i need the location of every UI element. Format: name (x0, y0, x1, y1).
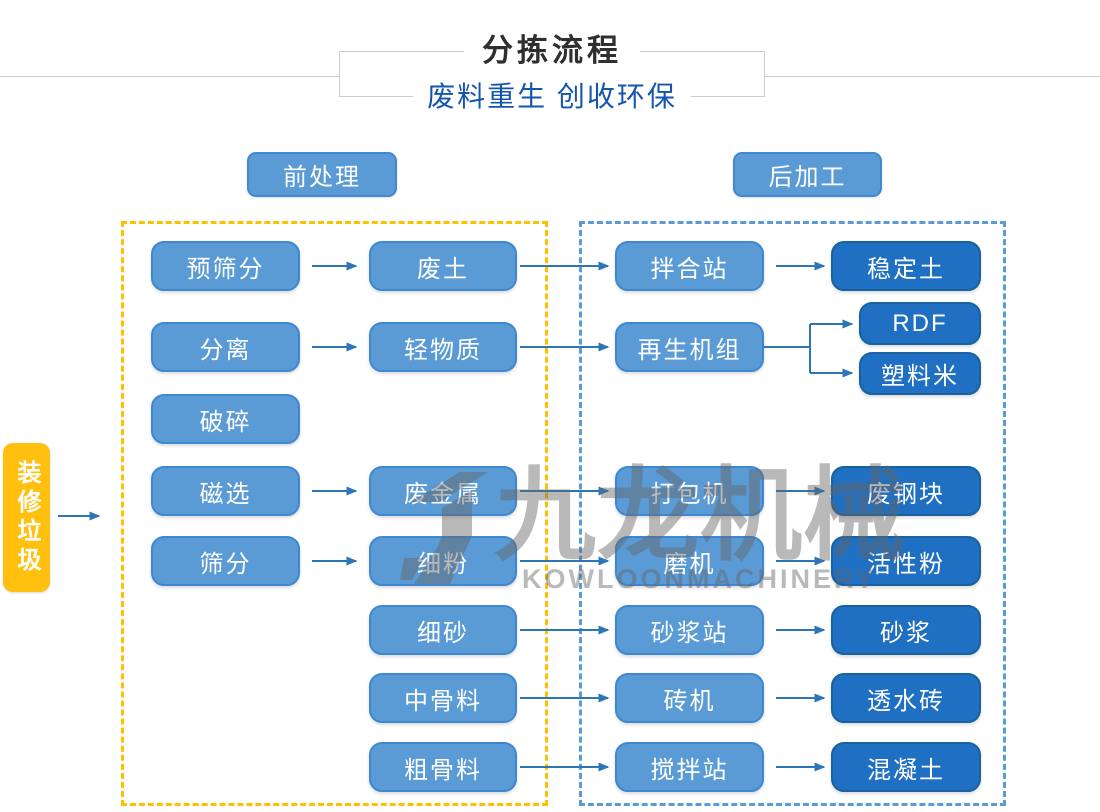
page-subtitle: 废料重生 创收环保 (339, 81, 765, 113)
source-label-renovation-waste: 装修垃圾 (3, 443, 50, 592)
section-label-postprocessing: 后加工 (733, 152, 882, 197)
flow-node-fine-powder: 细粉 (369, 536, 517, 586)
flow-node-magnetic-separation: 磁选 (151, 466, 300, 516)
flow-node-waste-soil: 废土 (369, 241, 517, 291)
postprocessing-group-box (579, 221, 1006, 806)
flow-node-coarse-aggregate: 粗骨料 (369, 742, 517, 792)
flow-node-mill: 磨机 (615, 536, 764, 586)
flow-node-concrete: 混凝土 (831, 742, 981, 792)
flow-node-medium-aggregate: 中骨料 (369, 673, 517, 723)
flow-node-screening: 筛分 (151, 536, 300, 586)
flow-node-active-powder: 活性粉 (831, 536, 981, 586)
page-title: 分拣流程 (339, 33, 765, 69)
flow-node-light-material: 轻物质 (369, 322, 517, 372)
flow-node-mortar-station: 砂浆站 (615, 605, 764, 655)
flow-node-brick-machine: 砖机 (615, 673, 764, 723)
flow-node-permeable-brick: 透水砖 (831, 673, 981, 723)
flow-node-regeneration-unit: 再生机组 (615, 322, 764, 372)
flow-node-pre-screening: 预筛分 (151, 241, 300, 291)
pretreatment-group-box (121, 221, 548, 806)
flow-node-plastic-pellets: 塑料米 (859, 352, 981, 395)
flow-node-fine-sand: 细砂 (369, 605, 517, 655)
flow-node-waste-metal: 废金属 (369, 466, 517, 516)
flow-node-separation: 分离 (151, 322, 300, 372)
section-label-pretreatment: 前处理 (247, 152, 397, 197)
flow-node-baler: 打包机 (615, 466, 764, 516)
page-subtitle-text: 废料重生 创收环保 (413, 81, 691, 113)
page-title-text: 分拣流程 (464, 33, 640, 69)
flow-node-rdf: RDF (859, 302, 981, 345)
flow-node-stirring-station: 搅拌站 (615, 742, 764, 792)
flow-node-mortar: 砂浆 (831, 605, 981, 655)
flow-node-crushing: 破碎 (151, 394, 300, 444)
flow-node-waste-steel-block: 废钢块 (831, 466, 981, 516)
flow-node-stabilized-soil: 稳定土 (831, 241, 981, 291)
flow-node-mixing-station: 拌合站 (615, 241, 764, 291)
